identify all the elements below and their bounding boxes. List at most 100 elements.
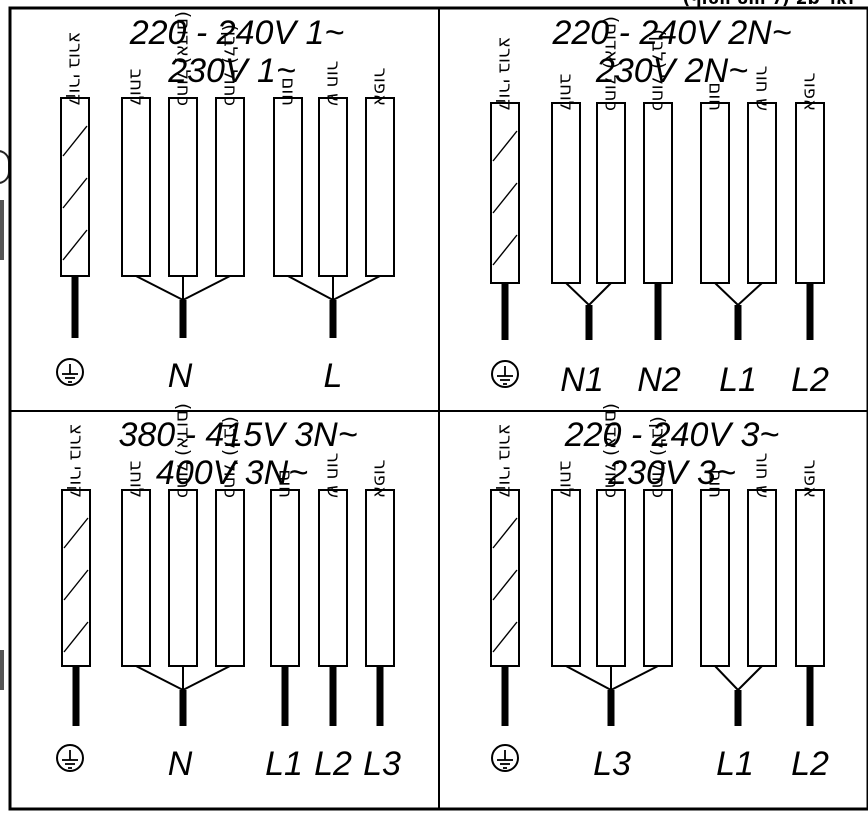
wire-sleeve (643, 102, 673, 284)
wire-sleeve (61, 489, 91, 667)
voltage-line2: 400V 3N~ (156, 454, 308, 492)
terminal-label: L3 (363, 745, 401, 783)
wire-sleeve (700, 489, 730, 667)
wire-label-brown: חום (705, 469, 726, 498)
wire-label-blue_white: כחול (לבן) (648, 29, 669, 111)
voltage-line1: 220 - 240V 3~ (564, 416, 780, 454)
terminal-label: N (168, 357, 193, 395)
earth-stripe (492, 182, 518, 214)
wire-lead (287, 275, 334, 301)
wire-sleeve (60, 97, 90, 277)
voltage-line1: 220 - 240V 1~ (129, 14, 345, 52)
wire-lead (588, 282, 612, 306)
wire-sleeve (270, 489, 300, 667)
wire-sleeve (215, 97, 245, 277)
terminal-label: L1 (265, 745, 303, 783)
wire-label-earth: קורי בורצ (495, 37, 516, 111)
earth-stripe (63, 621, 89, 653)
wire-sleeve (273, 97, 303, 277)
wire-lead (714, 665, 739, 691)
wire-label-blue: לוחב (126, 461, 147, 498)
wire-sleeve (795, 102, 825, 284)
wire-lead (135, 665, 184, 691)
wire-label-earth: קורי בורצ (65, 32, 86, 106)
wire-label-blue: לוחב (126, 69, 147, 106)
terminal-label: L2 (314, 745, 352, 783)
voltage-line2: 230V 2N~ (595, 52, 748, 90)
wire-sleeve (551, 102, 581, 284)
wire-label-black: ש חור (752, 453, 773, 498)
wire-sleeve (168, 489, 198, 667)
wire-sleeve (318, 489, 348, 667)
wire-lead (565, 665, 612, 691)
wire-label-blue: לוחב (556, 461, 577, 498)
voltage-line1: 220 - 240V 2N~ (551, 14, 791, 52)
terminal-label: N1 (560, 361, 603, 399)
wire-label-brown: חום (278, 77, 299, 106)
earth-stripe (492, 130, 518, 162)
wire-lead (135, 275, 184, 301)
voltage-line1: 380 - 415V 3N~ (118, 416, 357, 454)
wire-sleeve (596, 102, 626, 284)
terminal-label: L (324, 357, 343, 395)
earth-stripe (62, 177, 88, 209)
earth-stripe (492, 234, 518, 266)
wire-lead (714, 282, 739, 306)
terminal-label: L1 (719, 361, 757, 399)
earth-stripe (63, 569, 89, 601)
wire-label-black: ש חור (752, 66, 773, 111)
earth-stripe (492, 517, 518, 549)
wire-lead (565, 282, 590, 306)
earth-stripe (62, 229, 88, 261)
terminal-label: N (168, 745, 193, 783)
wire-sleeve (747, 102, 777, 284)
voltage-line2: 230V 3~ (607, 454, 736, 492)
wire-sleeve (121, 489, 151, 667)
wire-label-blue_red: כחול (אדום) (173, 11, 194, 106)
wire-label-blue_white: כחול (לבן) (220, 24, 241, 106)
wire-label-grey: אפור (800, 73, 821, 111)
wire-lead (182, 665, 231, 691)
earth-stripe (63, 517, 89, 549)
voltage-line2: 230V 1~ (167, 52, 296, 90)
wire-sleeve (490, 102, 520, 284)
wire-lead (182, 275, 231, 301)
wire-sleeve (700, 102, 730, 284)
wire-sleeve (168, 97, 198, 277)
wire-label-blue_red: כחול (אדום) (173, 403, 194, 498)
wire-sleeve (643, 489, 673, 667)
wire-lead (737, 665, 763, 691)
left-edge-mark (0, 650, 4, 690)
wire-sleeve (215, 489, 245, 667)
wire-lead (610, 665, 659, 691)
terminal-label: N2 (637, 361, 681, 399)
wire-label-grey: אפור (370, 460, 391, 498)
earth-stripe (492, 569, 518, 601)
wire-sleeve (747, 489, 777, 667)
header-fragment: ואר 2b (ל חוט הסוף) (682, 0, 854, 9)
wire-label-blue_red: כחול (אדום) (601, 16, 622, 111)
wire-sleeve (365, 489, 395, 667)
wire-sleeve (490, 489, 520, 667)
wire-label-brown: חום (705, 82, 726, 111)
wire-lead (332, 275, 381, 301)
wire-sleeve (551, 489, 581, 667)
terminal-label: L1 (716, 745, 754, 783)
wire-sleeve (365, 97, 395, 277)
wire-label-black: ש חור (323, 453, 344, 498)
terminal-label: L3 (593, 745, 631, 783)
wire-sleeve (318, 97, 348, 277)
wire-sleeve (121, 97, 151, 277)
wire-sleeve (596, 489, 626, 667)
wire-label-grey: אפור (800, 460, 821, 498)
wire-label-grey: אפור (370, 68, 391, 106)
terminal-label: L2 (791, 745, 829, 783)
wire-label-blue_white: כחול (לבן) (220, 416, 241, 498)
wire-label-black: ש חור (323, 61, 344, 106)
wire-label-brown: חום (275, 469, 296, 498)
earth-stripe (492, 621, 518, 653)
wire-label-blue_white: כחול (לבן) (648, 416, 669, 498)
wire-label-blue: לוחב (556, 74, 577, 111)
terminal-label: L2 (791, 361, 829, 399)
